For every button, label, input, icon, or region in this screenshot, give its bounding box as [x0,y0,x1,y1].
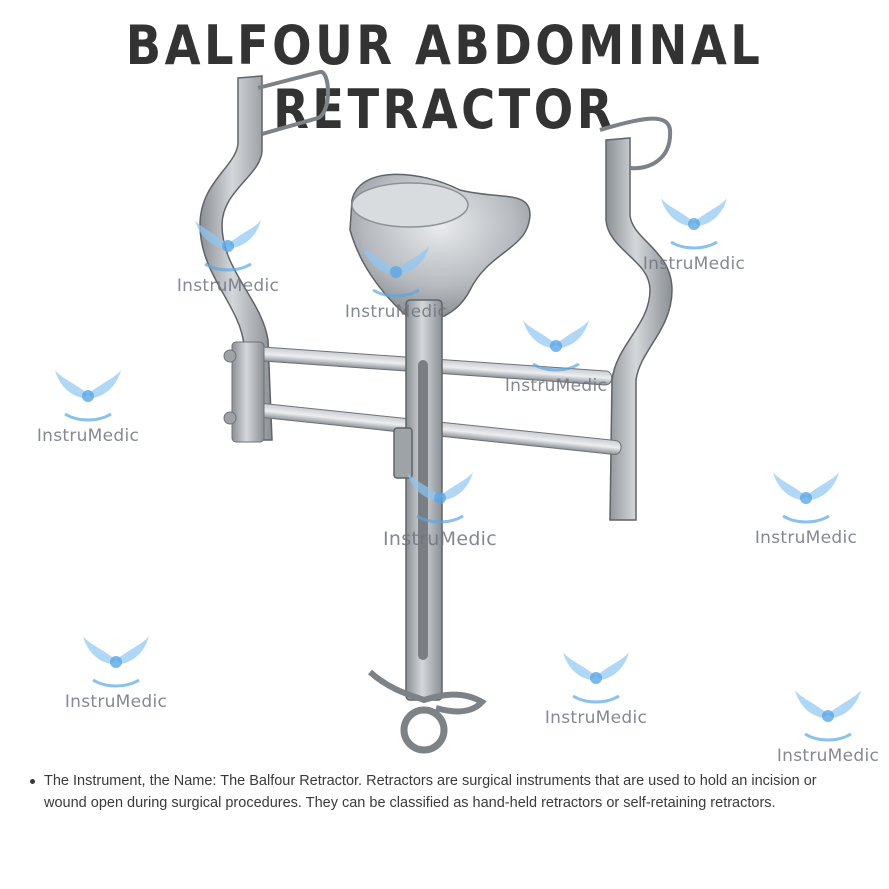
watermark: InstruMedic [56,630,176,712]
watermark: InstruMedic [168,214,288,296]
watermark: InstruMedic [28,364,148,446]
winged-logo-icon [563,652,629,704]
description-list: The Instrument, the Name: The Balfour Re… [28,770,844,814]
watermark: InstruMedic [536,646,656,728]
watermark-text: InstruMedic [642,254,746,274]
watermark: InstruMedic [380,466,500,550]
winged-logo-icon [795,690,861,742]
watermark-text: InstruMedic [754,528,858,548]
watermark-text: InstruMedic [504,376,608,396]
watermark: InstruMedic [496,314,616,396]
watermark-text: InstruMedic [382,528,498,550]
center-blade [349,173,531,321]
watermark-text: InstruMedic [176,276,280,296]
watermark-text: InstruMedic [36,426,140,446]
winged-logo-icon [195,220,261,272]
winged-logo-icon [773,472,839,524]
center-shaft [367,299,487,754]
watermark: InstruMedic [746,466,866,548]
watermark-text: InstruMedic [64,692,168,712]
watermark-text: InstruMedic [544,708,648,728]
watermark-text: InstruMedic [776,746,880,766]
watermark: InstruMedic [336,240,456,322]
winged-logo-icon [523,320,589,372]
winged-logo-icon [83,636,149,688]
winged-logo-icon [661,198,727,250]
winged-logo-icon [407,472,473,524]
watermark: InstruMedic [634,192,754,274]
watermark: InstruMedic [768,684,888,766]
winged-logo-icon [363,246,429,298]
right-arm [599,116,673,521]
description-item: The Instrument, the Name: The Balfour Re… [30,770,844,814]
winged-logo-icon [55,370,121,422]
watermark-text: InstruMedic [344,302,448,322]
